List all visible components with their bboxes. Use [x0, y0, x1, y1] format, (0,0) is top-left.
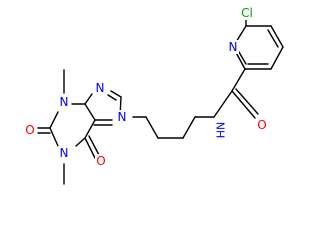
imidazole-n7: N	[116, 110, 128, 124]
atom-label-n9: N	[96, 81, 105, 95]
atom-label-n1: N	[60, 146, 69, 160]
c2-oxygen: O	[24, 123, 36, 137]
bond	[84, 137, 96, 159]
atom-label-cl: Cl	[241, 6, 253, 20]
pyrimidine-n3: N	[58, 95, 70, 109]
bond	[110, 90, 122, 98]
atom-label-n3: N	[60, 95, 69, 109]
amide-nitrogen: NH	[214, 118, 227, 142]
pyrimidine-n1: N	[58, 146, 70, 160]
bond	[182, 116, 196, 139]
atom-label-n-pyridine: N	[229, 40, 238, 54]
bond	[84, 103, 96, 121]
bond	[49, 111, 59, 129]
bond	[107, 94, 117, 101]
bond	[49, 127, 59, 147]
chlorine-atom: Cl	[238, 6, 256, 20]
structure-diagram: Cl N O NH N N N N	[24, 6, 284, 185]
bond	[213, 90, 233, 118]
atom-labels: Cl N O NH N N N N	[24, 6, 268, 168]
bond	[75, 137, 86, 147]
bond	[231, 90, 256, 119]
bond	[235, 88, 259, 115]
bonds	[37, 18, 284, 185]
imidazole-n9: N	[94, 81, 106, 96]
bond	[88, 135, 100, 156]
c6-oxygen: O	[95, 154, 107, 168]
atom-label-o6: O	[96, 154, 105, 168]
atom-label-nh: NH	[214, 122, 227, 139]
atom-label-o2: O	[25, 123, 34, 137]
bond	[145, 116, 159, 139]
bond	[267, 29, 279, 48]
pyridine-nitrogen: N	[227, 40, 239, 54]
bond	[270, 46, 284, 70]
bond	[270, 25, 284, 48]
bond	[84, 119, 96, 139]
atom-label-n7: N	[118, 110, 127, 124]
bond	[84, 93, 93, 105]
carbonyl-oxygen: O	[256, 118, 268, 132]
atom-label-o-amide: O	[257, 118, 266, 132]
bond	[231, 68, 246, 92]
